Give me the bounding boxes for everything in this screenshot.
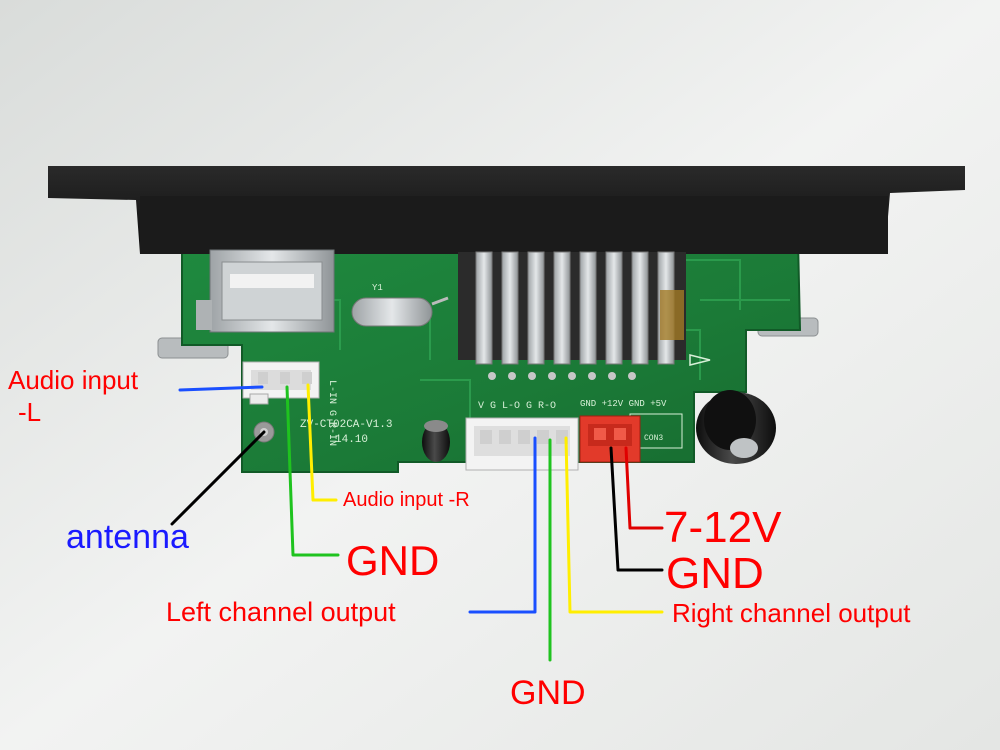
label-audio-input-r: Audio input -R <box>343 489 470 511</box>
wire-right-channel <box>564 436 664 614</box>
con3-silk: CON3 <box>644 434 663 443</box>
wire-antenna <box>170 430 266 526</box>
wire-power-12v <box>624 446 664 530</box>
sd-card-slot <box>458 251 711 366</box>
crystal-y1: Y1 <box>351 283 449 327</box>
label-antenna: antenna <box>66 518 189 556</box>
label-left-channel-output: Left channel output <box>166 597 396 627</box>
large-capacitor <box>696 390 776 464</box>
wire-gnd-power <box>609 446 664 572</box>
svg-text:Y1: Y1 <box>372 283 383 293</box>
power-pins-silk: GND +12V GND +5V <box>580 399 667 409</box>
small-capacitor <box>422 420 450 462</box>
wire-left-channel <box>468 436 537 614</box>
wire-audio-input-l <box>178 385 264 392</box>
label-gnd-power: GND <box>666 549 764 598</box>
label-gnd-bottom: GND <box>510 674 586 712</box>
input-pins-silk: L-IN G R-IN <box>326 380 337 446</box>
board-id-silk: ZV-CT02CA-V1.3 <box>300 419 392 431</box>
label-audio-input-l: Audio input -L <box>8 367 138 425</box>
label-audio-input-l-line1: Audio input <box>8 365 139 395</box>
usb-port <box>196 249 335 333</box>
wire-audio-input-r <box>306 383 338 502</box>
wire-gnd-left <box>285 385 340 557</box>
input-connector <box>242 361 320 405</box>
label-gnd-left: GND <box>346 537 440 584</box>
date-code-silk: 14.10 <box>335 434 368 446</box>
output-connector <box>465 417 579 471</box>
label-power-12v: 7-12V <box>664 503 782 552</box>
label-audio-input-l-line2: -L <box>18 397 42 427</box>
label-right-channel-output: Right channel output <box>672 598 911 628</box>
output-pins-silk: V G L-O G R-O <box>478 401 556 412</box>
